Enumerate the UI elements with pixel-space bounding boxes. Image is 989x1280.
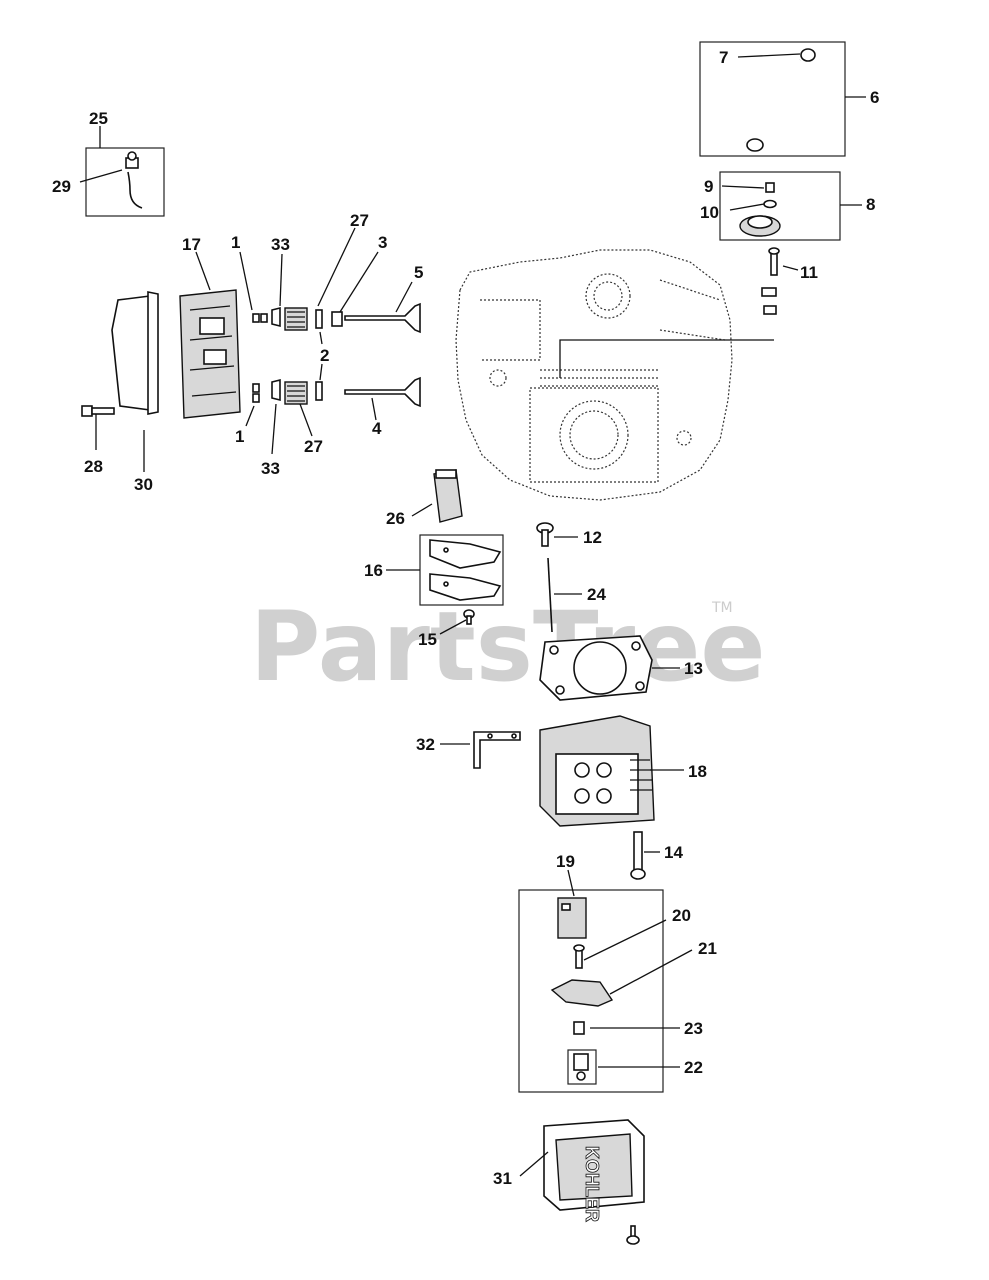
- callout-15: 15: [418, 630, 437, 649]
- callout-6: 6: [870, 88, 879, 107]
- callout-5: 5: [414, 263, 423, 282]
- callout-1-upper: 1: [231, 233, 240, 252]
- engine-block-phantom: [455, 249, 733, 501]
- part-breather-tube-29: [125, 151, 143, 209]
- callout-14: 14: [664, 843, 683, 862]
- callout-26: 26: [386, 509, 405, 528]
- part-valve-cover-17: [111, 289, 241, 419]
- callout-28: 28: [84, 457, 103, 476]
- part-rocker-assembly-19: [550, 897, 614, 1085]
- group-box-25: [85, 147, 165, 217]
- callout-31: 31: [493, 1169, 512, 1188]
- part-bracket-32: [473, 731, 521, 769]
- callout-17: 17: [182, 235, 201, 254]
- callout-13: 13: [684, 659, 703, 678]
- group-box-8: [719, 171, 841, 241]
- part-rocker-arm-26: [433, 469, 463, 523]
- callout-21: 21: [698, 939, 717, 958]
- part-push-rod-24: [536, 522, 554, 633]
- callout-25: 25: [89, 109, 108, 128]
- callout-7: 7: [719, 48, 728, 67]
- cover-embossing: KOHLER: [582, 1146, 602, 1222]
- part-head-bolt-14: [630, 831, 646, 880]
- callout-22: 22: [684, 1058, 703, 1077]
- group-box-6: [699, 41, 846, 157]
- watermark-text: PartsTree: [250, 591, 765, 703]
- part-stud-11: [761, 247, 780, 315]
- callout-24: 24: [587, 585, 606, 604]
- callout-2: 2: [320, 346, 329, 365]
- part-breather-cover-8: [739, 182, 781, 237]
- part-cylinder-head-18: [539, 715, 655, 827]
- leader-lines: [79, 53, 866, 1177]
- callout-29: 29: [52, 177, 71, 196]
- callout-20: 20: [672, 906, 691, 925]
- part-deflector-16: [429, 539, 502, 601]
- callout-3: 3: [378, 233, 387, 252]
- callout-23: 23: [684, 1019, 703, 1038]
- callout-27-lower: 27: [304, 437, 323, 456]
- part-valve-train-upper: [252, 302, 421, 334]
- callout-11: 11: [800, 263, 818, 282]
- callout-8: 8: [866, 195, 875, 214]
- part-cover-screw: [626, 1225, 640, 1245]
- callout-30: 30: [134, 475, 153, 494]
- group-box-19: [518, 889, 664, 1093]
- callout-labels: 25 29 7 6 9 10 8 11 17 1 33 27 3 5 2 4 1…: [52, 48, 879, 1188]
- callout-12: 12: [583, 528, 602, 547]
- callout-10: 10: [700, 203, 719, 222]
- callout-33-upper: 33: [271, 235, 290, 254]
- callout-33-lower: 33: [261, 459, 280, 478]
- callout-18: 18: [688, 762, 707, 781]
- callout-19: 19: [556, 852, 575, 871]
- callout-27-upper: 27: [350, 211, 369, 230]
- callout-1-lower: 1: [235, 427, 244, 446]
- part-screw-15: [463, 609, 475, 625]
- part-bolt-28: [81, 405, 115, 417]
- part-hose-6: [722, 48, 816, 152]
- callout-32: 32: [416, 735, 435, 754]
- callout-9: 9: [704, 177, 713, 196]
- part-valve-train-lower: [252, 376, 421, 408]
- part-valve-cover-31: KOHLER: [543, 1119, 645, 1222]
- part-head-gasket-13: [539, 635, 653, 701]
- callout-4: 4: [372, 419, 382, 438]
- callout-16: 16: [364, 561, 383, 580]
- watermark-trademark: TM: [711, 600, 733, 616]
